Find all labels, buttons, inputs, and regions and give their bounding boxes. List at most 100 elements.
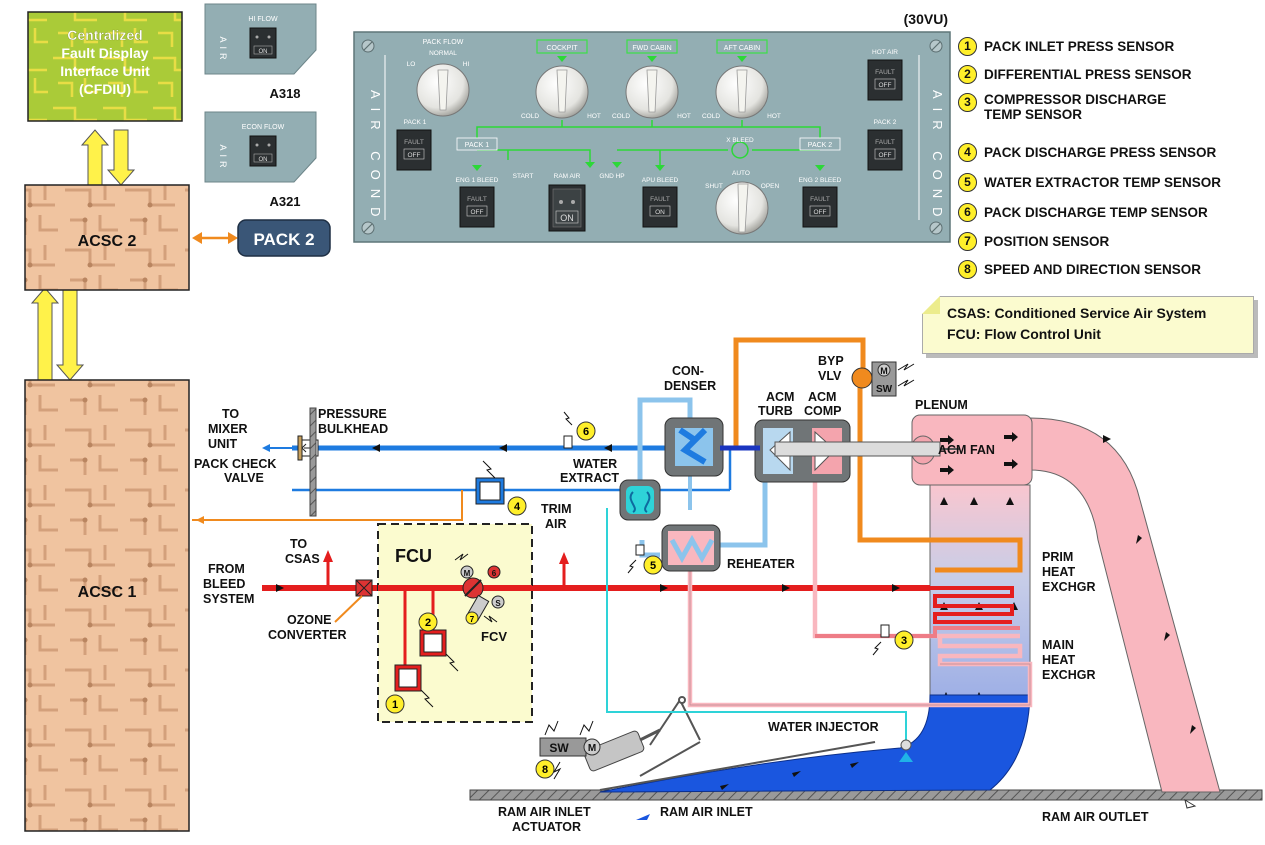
fcv-s-label: S [495, 599, 501, 608]
pack2-off: OFF [879, 152, 892, 159]
schematic-labels: TO MIXER UNIT PRESSURE BULKHEAD PACK CHE… [194, 354, 1149, 834]
legend-num-2: 2 [958, 64, 977, 84]
legend-item-5: 5 WATER EXTRACTOR TEMP SENSOR [958, 169, 1258, 195]
water-extract-l1: WATER [573, 457, 617, 471]
water-injector-line [606, 508, 907, 740]
pack1-pushbutton[interactable]: FAULT OFF [396, 129, 432, 171]
zone-knob-cockpit[interactable]: COCKPIT [535, 39, 589, 119]
econ-flow-light: ON [259, 157, 268, 163]
eng2-bleed-pushbutton[interactable]: FAULT OFF [802, 186, 838, 228]
legend-num-1: 1 [958, 36, 977, 56]
econ-flow-air: AIR [218, 144, 228, 171]
acsc1-box: ACSC 1 [24, 379, 190, 832]
pack-inlet-press-sensor-box [394, 664, 422, 692]
legend-text-6: PACK DISCHARGE TEMP SENSOR [984, 204, 1208, 220]
panel-ref: (30VU) [904, 11, 948, 27]
pack1-fault: FAULT [404, 139, 424, 146]
to-mixer-l1: TO [222, 407, 239, 421]
ozone-l1: OZONE [287, 613, 331, 627]
to-mixer-l3: UNIT [208, 437, 238, 451]
cfdiu-line1: Centralized [67, 27, 142, 43]
ram-air-on: ON [560, 213, 574, 223]
ram-air-outlet-duct [1029, 417, 1221, 793]
pack1-off: OFF [408, 152, 421, 159]
zone-knob-fwd-cabin[interactable]: FWD CABIN [625, 39, 679, 119]
hi-flow-panel: AIR HI FLOW ON A318 [204, 3, 317, 101]
legend-item-2: 2 DIFFERENTIAL PRESS SENSOR [958, 61, 1258, 87]
trim-air-l2: AIR [545, 517, 567, 531]
eng1-fault: FAULT [467, 196, 487, 203]
pack-flow-normal: NORMAL [429, 50, 457, 57]
to-mixer-l2: MIXER [208, 422, 248, 436]
temp-sensor-3 [872, 624, 890, 656]
pack2-button[interactable]: PACK 2 [237, 219, 331, 257]
pack2-label: PACK 2 [874, 119, 897, 126]
abbreviation-note: CSAS: Conditioned Service Air System FCU… [922, 296, 1254, 354]
x-bleed-open: OPEN [761, 183, 780, 190]
ram-outlet-label: RAM AIR OUTLET [1042, 810, 1149, 824]
bulkhead-l1: PRESSURE [318, 407, 387, 421]
legend-item-1: 1 PACK INLET PRESS SENSOR [958, 33, 1258, 59]
inlet-sw-label: SW [549, 741, 569, 755]
apu-bleed-label: APU BLEED [642, 177, 679, 184]
bulkhead-l2: BULKHEAD [318, 422, 388, 436]
acm-fan-label: ACM FAN [938, 443, 995, 457]
legend-num-5: 5 [958, 172, 977, 192]
legend-num-3: 3 [958, 93, 977, 112]
bypass-valve: M SW [851, 361, 915, 397]
pack1-label: PACK 1 [404, 119, 427, 126]
ram-air-pushbutton[interactable]: ON [548, 184, 586, 232]
air-cond-left: AIR COND [368, 90, 383, 226]
cfdiu-line4: (CFDIU) [79, 81, 131, 97]
svg-text:5: 5 [650, 560, 656, 572]
prim-hx-l1: PRIM [1042, 550, 1073, 564]
pack-flow-label: PACK FLOW [423, 39, 464, 46]
apu-bleed-pushbutton[interactable]: FAULT ON [642, 186, 678, 228]
flow-control-valve: M S 6 FCV [454, 553, 507, 644]
legend-text-5: WATER EXTRACTOR TEMP SENSOR [984, 174, 1222, 190]
note-csas: CSAS: Conditioned Service Air System [947, 305, 1207, 321]
main-hx-l3: EXCHGR [1042, 668, 1095, 682]
condenser-l1: CON- [672, 364, 704, 378]
bypass-line [733, 337, 1023, 573]
water-extractor [619, 479, 661, 521]
actuator-l1: RAM AIR INLET [498, 805, 591, 819]
ram-air-label: RAM AIR [554, 173, 581, 180]
x-bleed-auto: AUTO [732, 170, 750, 177]
eng2-bleed-label: ENG 2 BLEED [799, 177, 842, 184]
legend-text-4: PACK DISCHARGE PRESS SENSOR [984, 144, 1217, 160]
eng1-off: OFF [471, 209, 484, 216]
byp-vlv-l2: VLV [818, 369, 842, 383]
zone-label-fwd-cabin: FWD CABIN [632, 45, 671, 52]
main-hx-l1: MAIN [1042, 638, 1074, 652]
legend-text-1: PACK INLET PRESS SENSOR [984, 38, 1175, 54]
pressure-bulkhead [309, 407, 317, 517]
legend-num-7: 7 [958, 231, 977, 251]
cfdiu-line3: Interface Unit [60, 63, 150, 79]
air-cond-right: AIR COND [930, 90, 945, 226]
pack2-pushbutton[interactable]: FAULT OFF [867, 129, 903, 171]
legend-text-2: DIFFERENTIAL PRESS SENSOR [984, 66, 1192, 82]
legend-num-8: 8 [958, 259, 977, 279]
fwd-cold: COLD [612, 113, 630, 120]
temp-sensor-5 [627, 544, 645, 574]
ram-air-inlet-actuator [583, 728, 661, 772]
aft-hot: HOT [767, 113, 781, 120]
acm-turb-l1: ACM [766, 390, 794, 404]
main-hx-l2: HEAT [1042, 653, 1075, 667]
hi-flow-name: HI FLOW [248, 16, 278, 23]
x-bleed-label: X BLEED [726, 137, 754, 144]
cockpit-hot: HOT [587, 113, 601, 120]
hi-flow-model: A318 [269, 86, 300, 101]
hot-air-pushbutton[interactable]: FAULT OFF [867, 59, 903, 101]
acm-comp-l2: COMP [804, 404, 842, 418]
apu-on: ON [655, 209, 665, 216]
eng1-bleed-pushbutton[interactable]: FAULT OFF [459, 186, 495, 228]
zone-knob-aft-cabin[interactable]: AFT CABIN [715, 39, 769, 119]
fcu-label: FCU [395, 546, 432, 566]
trim-air-l1: TRIM [541, 502, 572, 516]
